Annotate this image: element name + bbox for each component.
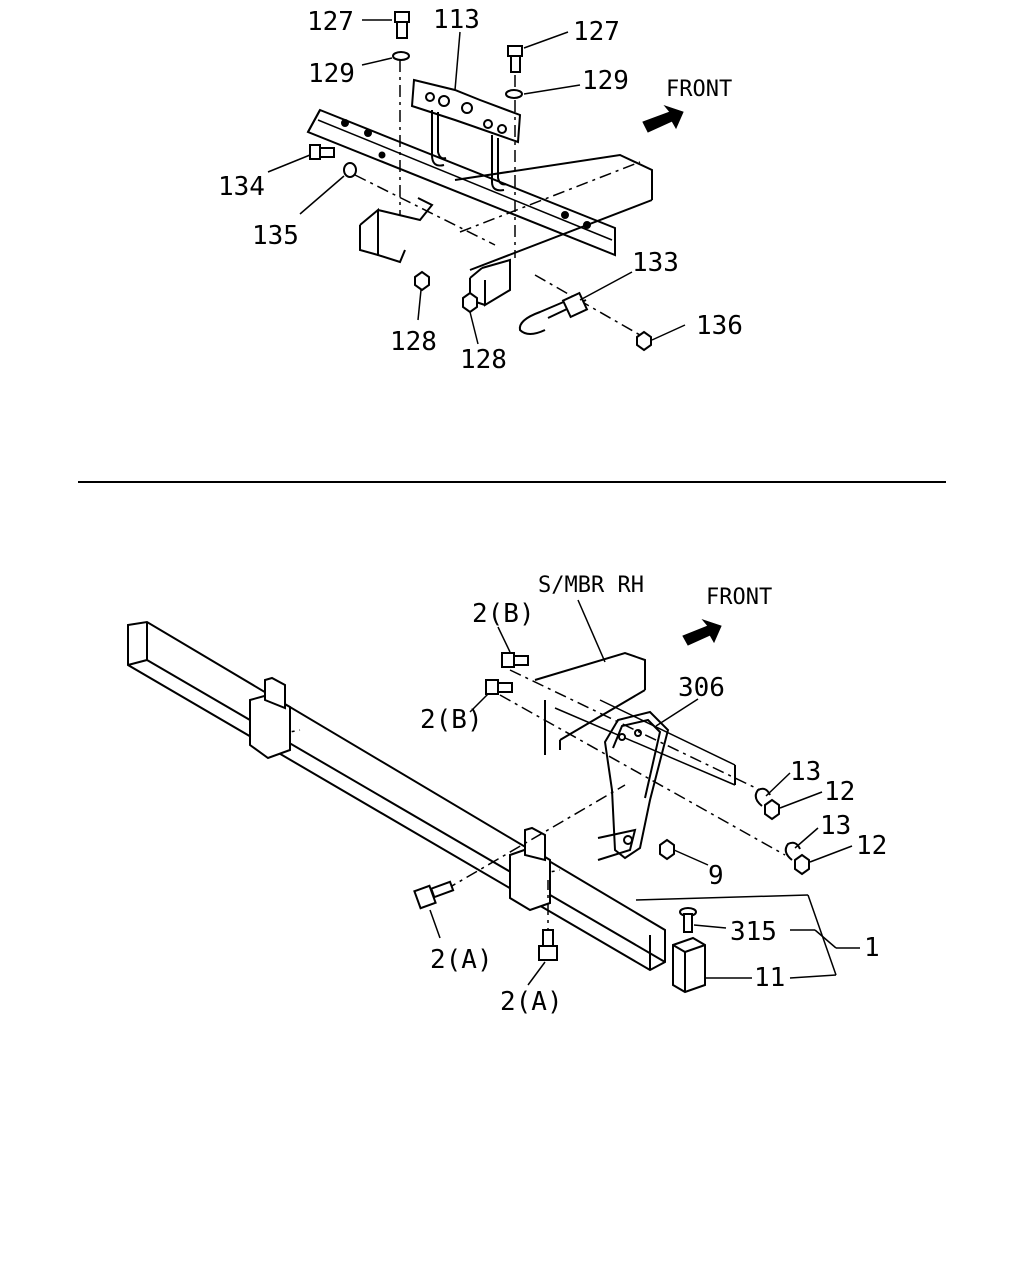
label-306: 306 xyxy=(678,673,725,703)
pin-315 xyxy=(679,907,697,933)
tow-hook-133 xyxy=(518,291,589,335)
washer-135 xyxy=(343,162,357,178)
label-128-left: 128 xyxy=(390,327,437,357)
left-sleeve xyxy=(249,676,291,760)
long-cross-member xyxy=(127,620,666,972)
middle-sleeve xyxy=(509,826,551,912)
label-13-lower: 13 xyxy=(820,811,851,841)
label-127-left: 127 xyxy=(307,7,354,37)
guide-2b-mid xyxy=(499,694,786,856)
guide-2b-top xyxy=(509,669,761,791)
nut-12-lower xyxy=(794,853,810,876)
label-12-lower: 12 xyxy=(856,831,887,861)
label-136: 136 xyxy=(696,311,743,341)
cross-member-bar xyxy=(306,108,616,257)
label-113: 113 xyxy=(433,5,480,35)
bolt-134 xyxy=(309,144,335,160)
clip-13-upper xyxy=(754,787,771,807)
lower-diagram: S/MBR RH FRONT 2(B) 2(B) 306 13 12 13 12… xyxy=(127,573,887,1017)
bolt-2b-top xyxy=(501,652,529,668)
nut-136 xyxy=(636,330,652,352)
clip-13-lower xyxy=(784,841,801,861)
frame-rail xyxy=(454,153,653,271)
bracket-113 xyxy=(410,78,522,192)
label-2a-left: 2(A) xyxy=(430,945,493,975)
label-13-upper: 13 xyxy=(790,757,821,787)
washer-129-left xyxy=(392,51,410,61)
label-9: 9 xyxy=(708,861,724,891)
label-127-right: 127 xyxy=(573,17,620,47)
bolt-2a-left xyxy=(413,880,455,910)
label-129-right: 129 xyxy=(582,66,629,96)
guide-2a-left xyxy=(444,784,626,891)
nut-128-left xyxy=(414,270,430,292)
washer-129-right xyxy=(505,89,523,99)
bolt-127-right xyxy=(507,45,523,73)
front-arrow-icon xyxy=(642,104,684,133)
label-2b-mid: 2(B) xyxy=(420,705,483,735)
label-2b-top: 2(B) xyxy=(472,599,535,629)
bolt-2a-bottom xyxy=(538,929,558,961)
lower-channel-left xyxy=(359,197,434,264)
label-128-right: 128 xyxy=(460,345,507,375)
guide-136 xyxy=(534,274,641,336)
label-134: 134 xyxy=(218,172,265,202)
front-arrow-icon xyxy=(682,618,722,646)
nut-12-upper xyxy=(764,798,780,821)
bolt-127-left xyxy=(394,11,410,39)
label-front-upper: FRONT xyxy=(666,77,732,102)
label-2a-bottom: 2(A) xyxy=(500,987,563,1017)
label-11: 11 xyxy=(754,963,785,993)
nut-9 xyxy=(659,838,675,861)
label-133: 133 xyxy=(632,248,679,278)
block-11 xyxy=(672,936,706,994)
label-smbr-rh: S/MBR RH xyxy=(538,573,644,598)
leader-lines-upper xyxy=(267,19,686,345)
label-315: 315 xyxy=(730,917,777,947)
upper-diagram: 127 113 127 129 129 FRONT 134 135 133 13… xyxy=(218,5,743,375)
bracket-306 xyxy=(597,710,670,861)
leader-lines-lower xyxy=(429,599,860,986)
nut-128-right xyxy=(462,291,478,314)
bolt-2b-mid xyxy=(485,679,513,695)
label-129-left: 129 xyxy=(308,59,355,89)
label-1: 1 xyxy=(864,933,880,963)
label-12-upper: 12 xyxy=(824,777,855,807)
guide-134 xyxy=(354,174,496,246)
label-135: 135 xyxy=(252,221,299,251)
label-front-lower: FRONT xyxy=(706,585,772,610)
